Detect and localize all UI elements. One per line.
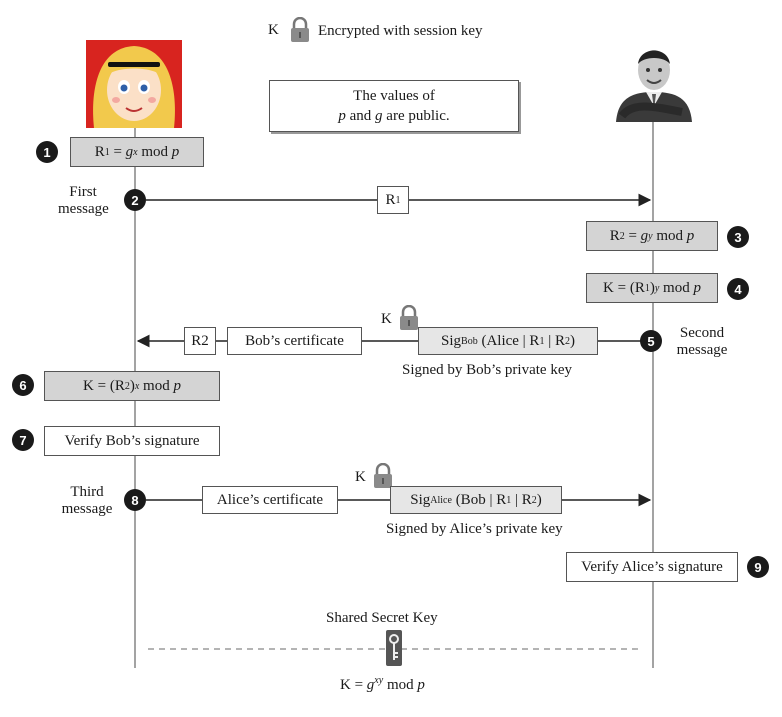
step-5-padlock-icon — [400, 305, 418, 330]
step-8-key-letter: K — [355, 469, 366, 485]
alices-certificate: Alice’s certificate — [202, 486, 338, 514]
step-9-badge: 9 — [747, 556, 769, 578]
public-note-line2: p and g are public. — [338, 108, 450, 124]
verify-alice-signature: Verify Alice’s signature — [566, 552, 738, 582]
bob-signed-caption: Signed by Bob’s private key — [402, 362, 572, 378]
verify-bob-signature: Verify Bob’s signature — [44, 426, 220, 456]
public-note-line1: The values of — [353, 88, 435, 104]
step-1-badge: 1 — [36, 141, 58, 163]
step-5-key-letter: K — [381, 311, 392, 327]
shared-key-formula: K = gxy mod p — [340, 675, 425, 693]
step-5-r2: R2 — [184, 327, 216, 355]
bobs-certificate: Bob’s certificate — [227, 327, 362, 355]
alice-portrait — [86, 40, 182, 128]
step-4-badge: 4 — [727, 278, 749, 300]
step-5-badge: 5 — [640, 330, 662, 352]
key-icon — [386, 630, 402, 666]
step-3-badge: 3 — [727, 226, 749, 248]
step-8-badge: 8 — [124, 489, 146, 511]
public-values-note: The values of p and g are public. — [269, 80, 519, 132]
shared-secret-title: Shared Secret Key — [326, 610, 438, 626]
legend-key-letter: K — [268, 22, 279, 38]
alice-signed-caption: Signed by Alice’s private key — [386, 521, 563, 537]
step-2-badge: 2 — [124, 189, 146, 211]
step-8-padlock-icon — [374, 463, 392, 488]
legend-text: Encrypted with session key — [318, 23, 483, 39]
step-7-badge: 7 — [12, 429, 34, 451]
bob-portrait — [612, 36, 696, 122]
step-6-badge: 6 — [12, 374, 34, 396]
padlock-icon — [291, 17, 309, 42]
